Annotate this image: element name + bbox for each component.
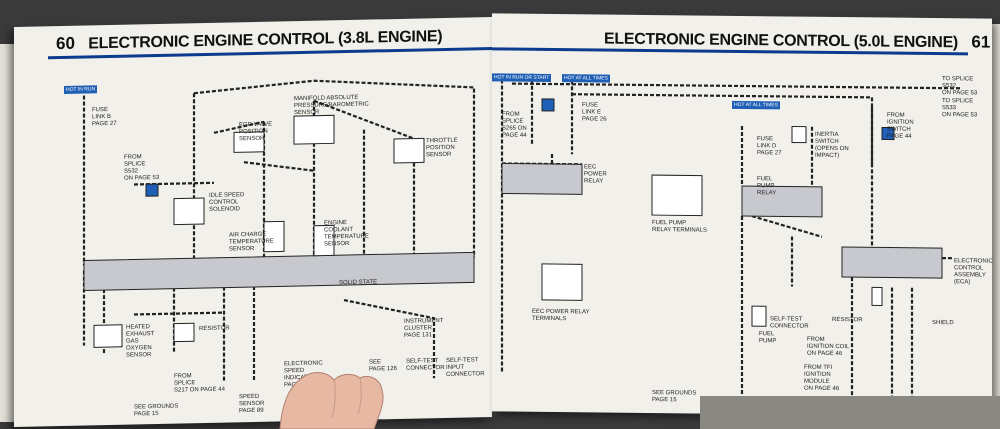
diagram-label: ON PAGE 53	[942, 112, 978, 119]
diagram-label: RELAY TERMINALS	[652, 227, 708, 234]
diagram-label: SOLENOID	[209, 206, 241, 213]
diagram-label: SENSOR	[239, 135, 265, 143]
diagram-label: TERMINALS	[532, 315, 567, 323]
hand-holding-book	[279, 372, 384, 429]
diagram-label: SENSOR	[126, 352, 152, 359]
book-stand	[700, 396, 1000, 429]
diagram-label: PAGE 27	[757, 150, 782, 157]
diagram-label: PAGE 15	[134, 410, 159, 418]
diagram-label: PAGE 44	[502, 132, 527, 139]
diagram-label: SOLID STATE	[339, 279, 378, 287]
diagram-label: EXHAUST	[126, 331, 155, 338]
diagram-label: S217 ON PAGE 44	[174, 386, 225, 394]
circuit-tag: HOT IN RUN OR START	[492, 73, 552, 83]
diagram-label: PUMP	[759, 338, 777, 345]
wiring-diagram-5-0l: HOT IN RUN OR START HOT AT ALL TIMES HOT A…	[492, 13, 993, 403]
diagram-label: SENSOR	[324, 240, 350, 248]
left-page: 60 ELECTRONIC ENGINE CONTROL (3.8L ENGIN…	[14, 16, 492, 428]
diagram-label: SENSOR	[426, 151, 452, 159]
diagram-label: RESISTOR	[199, 325, 230, 333]
diagram-label: ON PAGE 53	[942, 90, 978, 97]
circuit-tag: HOT AT ALL TIMES	[562, 74, 610, 83]
diagram-label: RESISTOR	[832, 316, 863, 324]
diagram-label: PAGE 15	[652, 397, 677, 404]
diagram-label: PAGE 44	[887, 133, 912, 140]
wire-traces	[500, 73, 962, 398]
diagram-label: ON PAGE 53	[124, 174, 160, 182]
diagram-label: SENSOR	[294, 109, 320, 117]
diagram-label: CONNECTOR	[406, 364, 445, 372]
circuit-tag: HOT IN RUN	[64, 85, 98, 94]
diagram-label: SENSOR	[229, 245, 255, 253]
diagram-label: PAGE 26	[582, 116, 607, 123]
diagram-label: RELAY	[584, 178, 604, 185]
diagram-label: RELAY	[757, 190, 777, 197]
diagram-label: CONNECTOR	[446, 371, 485, 378]
circuit-tag: HOT AT ALL TIMES	[732, 100, 780, 110]
diagram-label: ON PAGE 46	[804, 385, 840, 393]
diagram-label: (ECA)	[954, 279, 971, 286]
diagram-label: PAGE 89	[239, 407, 264, 415]
diagram-label: SHIELD	[932, 319, 954, 327]
right-page: ELECTRONIC ENGINE CONTROL (5.0L ENGINE) …	[492, 13, 993, 417]
diagram-label: PAGE 131	[404, 332, 432, 339]
diagram-label: IMPACT)	[815, 152, 840, 160]
diagram-label: ON PAGE 46	[807, 350, 843, 358]
diagram-label: CONNECTOR	[770, 323, 809, 330]
diagram-label: PAGE 27	[92, 120, 117, 128]
wire-traces	[82, 79, 476, 383]
